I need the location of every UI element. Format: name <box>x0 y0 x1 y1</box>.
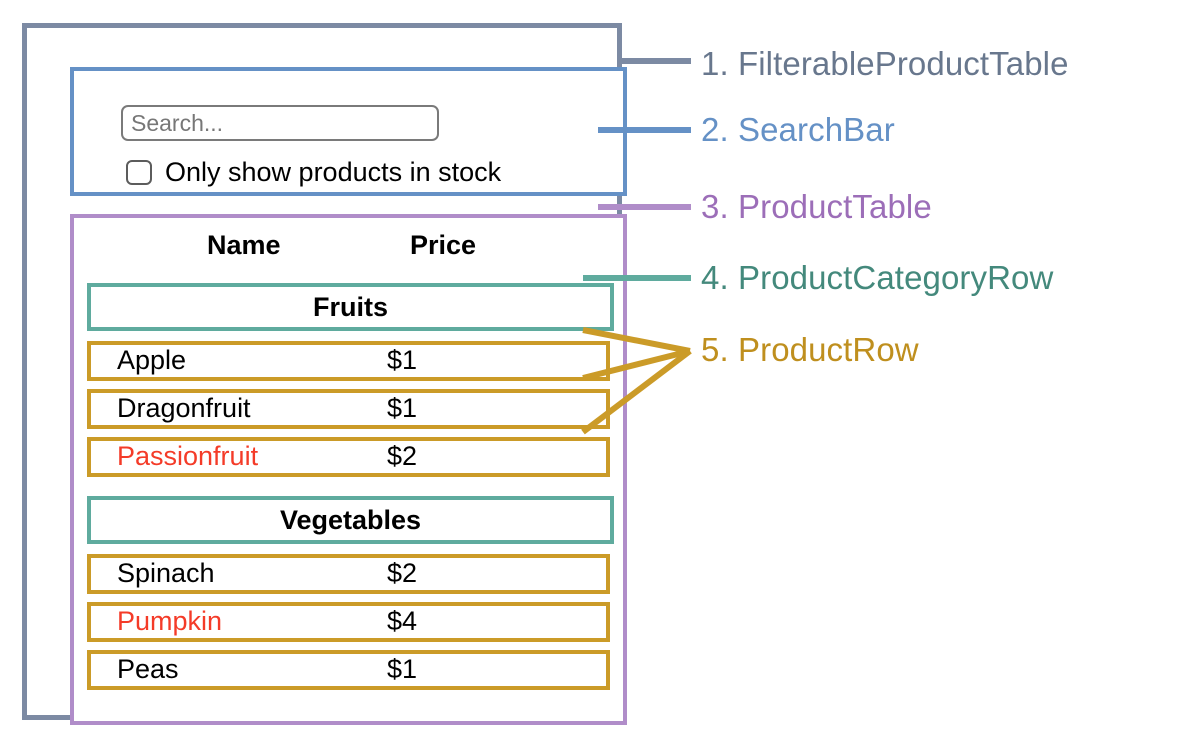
product-price: $1 <box>387 392 418 423</box>
product-category-row: Vegetables <box>87 496 614 544</box>
product-table-rows: Fruits Apple $1 Dragonfruit $1 Passionfr… <box>87 283 614 690</box>
filterable-product-table-frame: Search... Only show products in stock Na… <box>22 23 627 725</box>
product-row: Spinach $2 <box>87 554 610 594</box>
annotation-label-product-table: 3. ProductTable <box>701 188 932 225</box>
product-row: Passionfruit $2 <box>87 437 610 477</box>
product-price: $1 <box>387 653 418 684</box>
product-name: Pumpkin <box>117 605 223 636</box>
category-label: Fruits <box>312 291 388 322</box>
spacer <box>87 331 614 341</box>
product-name: Spinach <box>117 557 215 588</box>
product-name: Peas <box>117 653 179 684</box>
product-row: Pumpkin $4 <box>87 602 610 642</box>
spacer <box>87 477 614 496</box>
category-label: Vegetables <box>279 504 422 535</box>
spacer <box>87 642 614 650</box>
product-row: Apple $1 <box>87 341 610 381</box>
annotation-label-product-row: 5. ProductRow <box>701 331 919 368</box>
column-header-name: Name <box>207 230 281 260</box>
product-price: $2 <box>387 557 418 588</box>
spacer <box>87 594 614 602</box>
in-stock-checkbox-label: Only show products in stock <box>165 157 502 187</box>
product-name: Dragonfruit <box>117 392 251 423</box>
annotation-label-search-bar: 2. SearchBar <box>701 111 895 148</box>
product-row: Peas $1 <box>87 650 610 690</box>
product-table-frame: Name Price Fruits Apple $1 Dragonfruit $… <box>70 214 627 725</box>
product-category-row: Fruits <box>87 283 614 331</box>
product-name: Apple <box>117 344 187 375</box>
spacer <box>87 544 614 554</box>
product-price: $1 <box>387 344 418 375</box>
product-price: $4 <box>387 605 418 636</box>
in-stock-checkbox-row[interactable]: Only show products in stock <box>126 159 501 186</box>
annotation-label-filterable-product-table: 1. FilterableProductTable <box>701 45 1069 82</box>
product-row: Dragonfruit $1 <box>87 389 610 429</box>
spacer <box>87 429 614 437</box>
search-input[interactable]: Search... <box>121 105 439 141</box>
product-price: $2 <box>387 440 418 471</box>
product-name: Passionfruit <box>117 440 259 471</box>
search-bar-frame: Search... Only show products in stock <box>70 67 627 196</box>
product-table-header: Name Price <box>74 230 623 274</box>
annotation-label-product-category-row: 4. ProductCategoryRow <box>701 259 1054 296</box>
column-header-price: Price <box>410 230 477 260</box>
spacer <box>87 381 614 389</box>
checkbox-icon[interactable] <box>126 160 152 185</box>
